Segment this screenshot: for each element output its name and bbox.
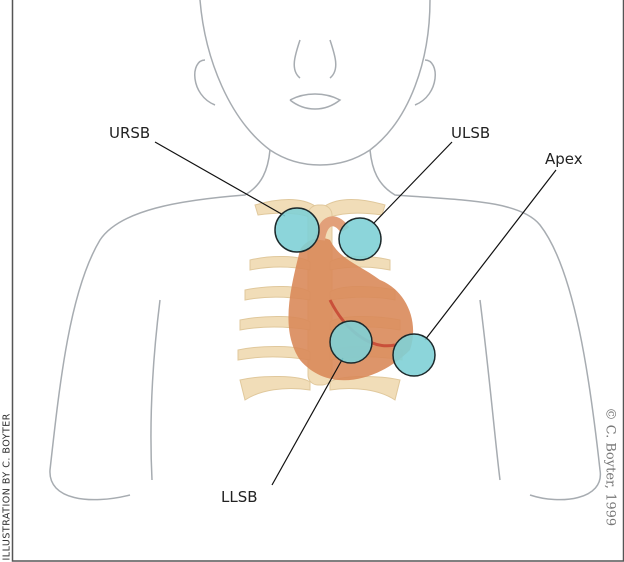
apex-label: Apex — [545, 150, 583, 168]
copyright-notice: © C. Boyter, 1999 — [602, 407, 618, 527]
ulsb-marker — [338, 217, 382, 261]
llsb-marker — [329, 320, 373, 364]
apex-marker — [392, 333, 436, 377]
llsb-label: LLSB — [221, 488, 258, 506]
illustration-credit: ILLUSTRATION BY C. BOYTER — [1, 413, 13, 561]
ursb-marker — [274, 207, 320, 253]
leader-lines — [154, 141, 557, 486]
child-figure — [49, 0, 601, 501]
ursb-label: URSB — [109, 124, 151, 142]
ulsb-label: ULSB — [451, 124, 491, 142]
